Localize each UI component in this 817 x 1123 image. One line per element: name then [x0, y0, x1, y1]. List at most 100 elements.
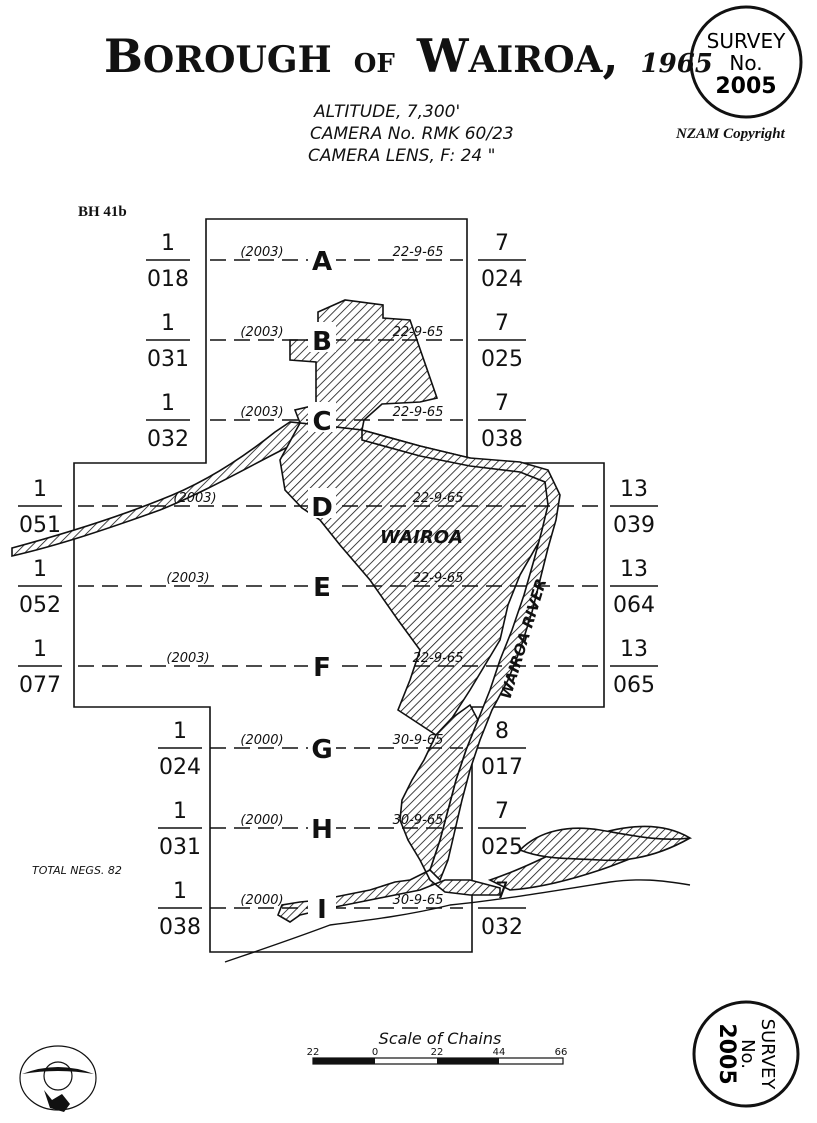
run-date: 22-9-65: [393, 325, 444, 340]
river-channel: [361, 428, 561, 882]
start-frame: 1: [173, 879, 187, 904]
start-frame: 1: [173, 719, 187, 744]
run-date: 22-9-65: [413, 571, 464, 586]
start-frame: 1: [161, 231, 175, 256]
run-letter: G: [311, 735, 332, 765]
end-frame-ref: 032: [481, 915, 523, 940]
end-frame-ref: 039: [613, 513, 655, 538]
start-frame: 1: [33, 637, 47, 662]
svg-text:SURVEY: SURVEY: [707, 29, 786, 53]
start-frame: 1: [161, 311, 175, 336]
run-letter: E: [313, 573, 331, 603]
svg-text:No.: No.: [737, 1039, 758, 1069]
svg-text:BOROUGH OF WAIROA,: BOROUGH OF WAIROA, 1965: [104, 29, 713, 83]
run-reference: (2003): [173, 491, 216, 506]
run-letter: F: [313, 653, 331, 683]
river-sandbar: [518, 827, 691, 862]
run-letter: H: [311, 815, 333, 845]
scale-tick-label: 66: [555, 1047, 568, 1058]
camera-lens-text: CAMERA LENS, F: 24 ": [308, 146, 495, 166]
run-reference: (2000): [240, 813, 283, 828]
run-reference: (2003): [240, 245, 283, 260]
run-date: 22-9-65: [393, 405, 444, 420]
scale-tick-labels: 22 0 22 44 66: [307, 1047, 568, 1058]
svg-text:2005: 2005: [714, 1023, 739, 1084]
end-frame-ref: 064: [613, 593, 655, 618]
run-reference: (2003): [166, 651, 209, 666]
flight-run-a: A (2003) 22-9-65 1 018 7 024: [146, 231, 526, 292]
scale-tick-label: 0: [372, 1047, 378, 1058]
run-letter: A: [312, 247, 332, 277]
flight-info: ALTITUDE, 7,300' CAMERA No. RMK 60/23 CA…: [308, 102, 514, 166]
end-frame-ref: 024: [481, 267, 523, 292]
town-label: WAIROA: [380, 527, 463, 548]
coastline: [224, 879, 691, 963]
scale-tick-label: 44: [493, 1047, 506, 1058]
run-reference: (2000): [240, 733, 283, 748]
scale-tick-label: 22: [307, 1047, 320, 1058]
start-frame: 1: [173, 799, 187, 824]
svg-text:2005: 2005: [715, 74, 776, 99]
run-date: 22-9-65: [393, 245, 444, 260]
start-frame: 1: [33, 557, 47, 582]
river-lower: [277, 703, 501, 923]
start-frame-ref: 031: [147, 347, 189, 372]
flight-run-h: H (2000) 30-9-65 1 031 7 025: [158, 799, 526, 860]
end-frame: 7: [495, 231, 509, 256]
flight-runs: A(2003)22-9-6510187024B(2003)22-9-651031…: [18, 231, 658, 940]
run-reference: (2003): [240, 405, 283, 420]
run-letter: D: [311, 493, 333, 523]
run-date: 30-9-65: [393, 813, 444, 828]
end-frame-ref: 038: [481, 427, 523, 452]
flight-run-e: E (2003) 22-9-65 1 052 13 064: [18, 557, 658, 618]
end-frame-ref: 017: [481, 755, 523, 780]
run-reference: (2000): [240, 893, 283, 908]
start-frame: 1: [161, 391, 175, 416]
end-frame: 8: [495, 719, 509, 744]
svg-text:No.: No.: [729, 51, 762, 75]
terrain-features: [11, 299, 693, 923]
start-frame-ref: 077: [19, 673, 61, 698]
end-frame: 7: [495, 311, 509, 336]
start-frame-ref: 018: [147, 267, 189, 292]
flight-run-i: I (2000) 30-9-65 1 038 7 032: [158, 879, 526, 940]
start-frame-ref: 051: [19, 513, 61, 538]
scale-tick-label: 22: [431, 1047, 444, 1058]
run-date: 22-9-65: [413, 491, 464, 506]
end-frame: 13: [620, 557, 648, 582]
end-frame: 13: [620, 637, 648, 662]
end-frame-ref: 065: [613, 673, 655, 698]
run-reference: (2003): [166, 571, 209, 586]
camera-number-text: CAMERA No. RMK 60/23: [310, 124, 514, 144]
start-frame-ref: 052: [19, 593, 61, 618]
start-frame-ref: 038: [159, 915, 201, 940]
svg-text:SURVEY: SURVEY: [757, 1019, 778, 1091]
start-frame-ref: 031: [159, 835, 201, 860]
altitude-text: ALTITUDE, 7,300': [313, 102, 460, 122]
run-letter: C: [312, 407, 331, 437]
flight-run-f: F (2003) 22-9-65 1 077 13 065: [18, 637, 658, 698]
nz-aerial-mapping-logo: [19, 1045, 97, 1112]
total-negatives: TOTAL NEGS. 82: [32, 864, 122, 877]
map-title: BOROUGH OF WAIROA, 1965: [104, 29, 713, 83]
start-frame-ref: 032: [147, 427, 189, 452]
run-date: 30-9-65: [393, 893, 444, 908]
survey-number-badge-rotated: SURVEY No. 2005: [692, 1000, 800, 1108]
end-frame: 7: [495, 879, 509, 904]
start-frame: 1: [33, 477, 47, 502]
run-reference: (2003): [240, 325, 283, 340]
run-date: 22-9-65: [413, 651, 464, 666]
run-letter: I: [317, 895, 327, 925]
run-date: 30-9-65: [393, 733, 444, 748]
sheet-reference: BH 41b: [78, 204, 127, 220]
copyright-text: NZAM Copyright: [675, 126, 786, 142]
end-frame-ref: 025: [481, 347, 523, 372]
end-frame: 7: [495, 799, 509, 824]
end-frame-ref: 025: [481, 835, 523, 860]
end-frame: 7: [495, 391, 509, 416]
